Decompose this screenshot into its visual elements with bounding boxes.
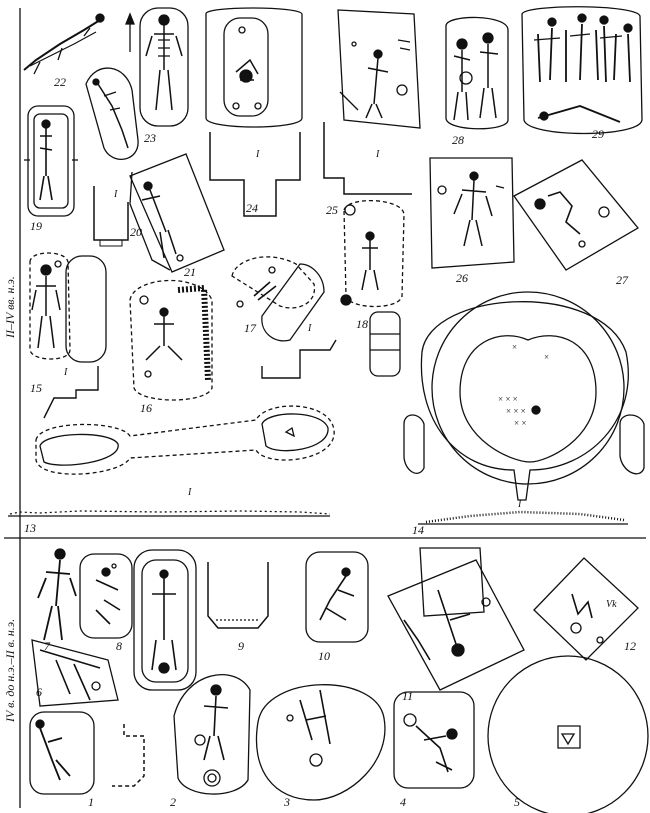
figure-number-26: 26 bbox=[456, 271, 468, 285]
svg-text:× ×: × × bbox=[514, 418, 526, 428]
figure-number-16: 16 bbox=[140, 401, 152, 415]
figure-number-3: 3 bbox=[284, 795, 290, 809]
figure-number-5: 5 bbox=[514, 795, 520, 809]
period-label-upper: II–IV вв. н.э. bbox=[3, 276, 17, 338]
burial-22b bbox=[86, 68, 138, 159]
figure-number-2: 2 bbox=[170, 795, 176, 809]
svg-text:× × ×: × × × bbox=[506, 406, 526, 416]
figure-number-9: 9 bbox=[238, 639, 244, 653]
figure-number-11: 11 bbox=[402, 689, 414, 703]
figure-number-18: 18 bbox=[356, 317, 368, 331]
section-mark-17: I bbox=[308, 323, 312, 334]
figure-number-25: 25 bbox=[326, 203, 338, 217]
figure-number-12: 12 bbox=[624, 639, 636, 653]
figure-number-4: 4 bbox=[400, 795, 406, 809]
burial-1 bbox=[30, 712, 144, 794]
burial-4 bbox=[394, 692, 474, 788]
figure-number-20: 20 bbox=[130, 225, 142, 239]
burial-22 bbox=[24, 14, 104, 74]
burial-29 bbox=[522, 7, 642, 134]
section-mark-15: I bbox=[64, 367, 68, 378]
svg-text:×: × bbox=[512, 342, 517, 352]
figure-number-23: 23 bbox=[144, 131, 156, 145]
burial-18 bbox=[341, 201, 404, 376]
burial-11 bbox=[388, 548, 524, 690]
burial-24 bbox=[206, 8, 302, 216]
burial-5 bbox=[488, 656, 648, 813]
burial-8 bbox=[80, 554, 132, 638]
burial-27 bbox=[514, 160, 638, 270]
figure-number-15: 15 bbox=[30, 381, 42, 395]
burial-14: × × × × × × × × × × bbox=[404, 292, 644, 524]
section-mark-25: I bbox=[376, 149, 380, 160]
burial-16 bbox=[130, 280, 212, 400]
burial-3 bbox=[256, 685, 384, 800]
figure-number-7: 7 bbox=[44, 639, 50, 653]
figure-number-29: 29 bbox=[592, 127, 604, 141]
section-20 bbox=[94, 186, 128, 246]
burial-6 bbox=[32, 640, 118, 706]
figure-number-28-top: 28 bbox=[452, 133, 464, 147]
figure-number-1: 1 bbox=[88, 795, 94, 809]
burial-9 bbox=[134, 550, 268, 690]
figure-number-10: 10 bbox=[318, 649, 330, 663]
annotation-12: Vk bbox=[606, 599, 617, 610]
burial-2 bbox=[174, 675, 250, 794]
figure-number-19: 19 bbox=[30, 219, 42, 233]
burial-15 bbox=[30, 253, 106, 418]
svg-text:× × ×: × × × bbox=[498, 394, 518, 404]
section-mark-24: I bbox=[256, 149, 260, 160]
figure-number-13: 13 bbox=[24, 521, 36, 535]
figure-number-21: 21 bbox=[184, 265, 196, 279]
figure-number-22: 22 bbox=[54, 75, 66, 89]
figure-number-6: 6 bbox=[36, 685, 42, 699]
figure-number-14: 14 bbox=[412, 523, 424, 537]
north-arrow-icon bbox=[126, 14, 134, 52]
burial-17 bbox=[232, 257, 336, 378]
burial-23 bbox=[140, 8, 188, 126]
svg-text:×: × bbox=[544, 352, 549, 362]
figure-number-17: 17 bbox=[244, 321, 256, 335]
section-mark-13: I bbox=[188, 487, 192, 498]
burial-10 bbox=[306, 552, 368, 642]
figure-number-27: 27 bbox=[616, 273, 628, 287]
burial-12 bbox=[534, 558, 638, 660]
period-label-lower: IV в. до н.э.–II в. н.э. bbox=[3, 618, 17, 722]
figure-number-8: 8 bbox=[116, 639, 122, 653]
burial-7 bbox=[38, 549, 76, 640]
burial-19 bbox=[24, 106, 78, 216]
burial-13 bbox=[8, 406, 334, 516]
burial-21 bbox=[130, 154, 224, 272]
burial-25 bbox=[324, 10, 420, 194]
figure-number-24: 24 bbox=[246, 201, 258, 215]
burial-26 bbox=[430, 158, 514, 268]
burial-28-top bbox=[446, 17, 508, 128]
section-mark-20: I bbox=[114, 189, 118, 200]
section-mark-14: I bbox=[518, 499, 522, 510]
